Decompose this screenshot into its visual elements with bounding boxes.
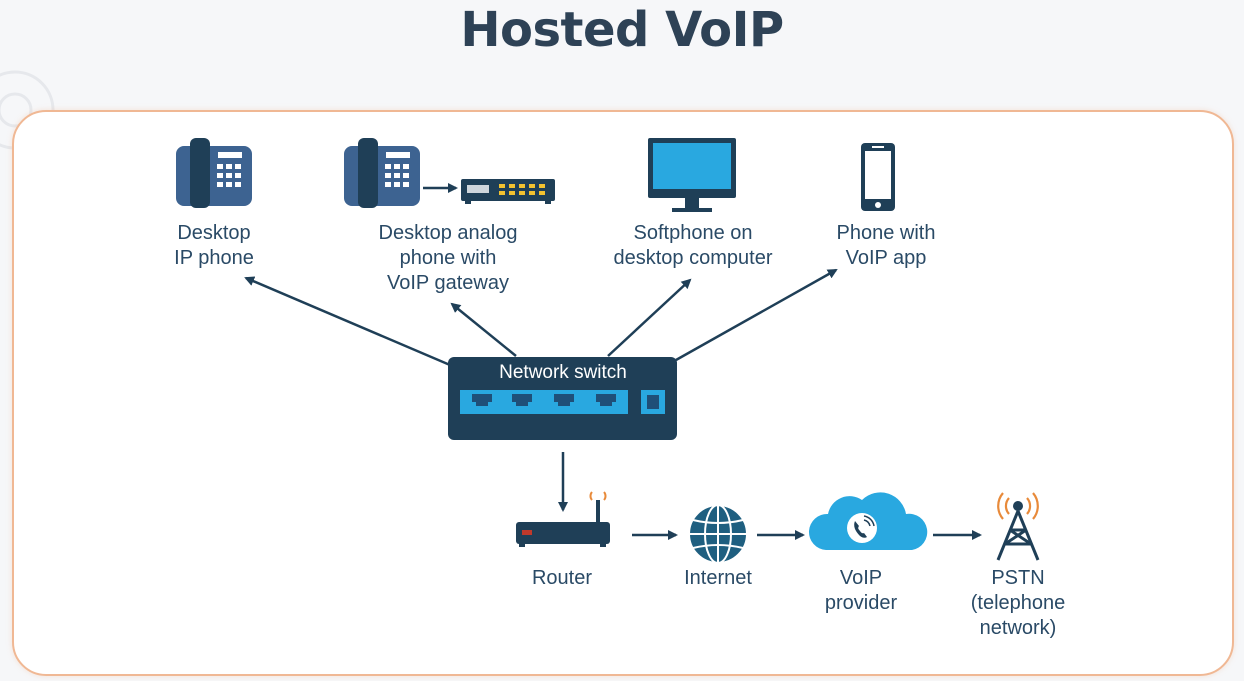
globe-icon <box>688 504 748 564</box>
pstn-label: PSTN (telephone network) <box>970 567 1066 639</box>
page-title: Hosted VoIP <box>460 2 784 58</box>
network-switch-label: Network switch <box>499 362 627 383</box>
arrow-switch-to-mobile <box>675 268 838 362</box>
smartphone-icon <box>861 143 895 211</box>
router-label: Router <box>531 567 593 589</box>
analog-phone-label: Desktop analog phone with VoIP gateway <box>378 222 518 294</box>
arrow-switch-to-analog-phone <box>450 302 517 357</box>
analog-desk-phone-icon <box>344 138 420 208</box>
arrow-switch-to-ip-phone <box>244 276 451 367</box>
cell-tower-icon <box>996 492 1040 561</box>
voip-gateway-icon <box>461 179 555 204</box>
monitor-icon <box>648 138 736 212</box>
arrow-switch-to-softphone <box>607 278 692 357</box>
cloud-phone-icon <box>808 492 928 550</box>
desktop-ip-phone-label: Desktop IP phone <box>174 222 254 269</box>
desk-phone-icon <box>176 138 252 208</box>
mobile-label: Phone with VoIP app <box>836 222 936 269</box>
internet-label: Internet <box>684 567 752 589</box>
network-switch-icon <box>448 357 677 440</box>
softphone-label: Softphone on desktop computer <box>613 222 773 269</box>
voip-provider-label: VoIP provider <box>824 567 898 614</box>
router-icon <box>516 491 610 547</box>
